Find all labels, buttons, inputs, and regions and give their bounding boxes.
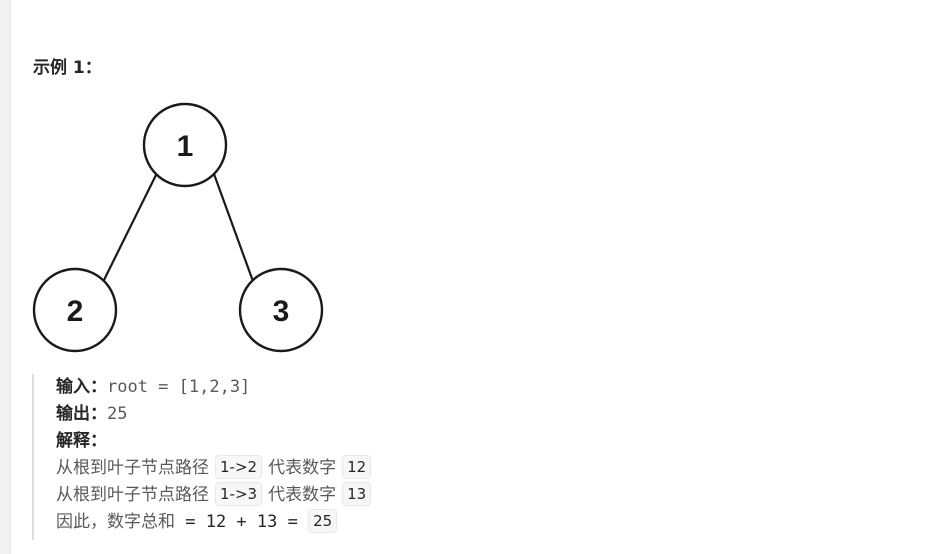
path-prefix: 从根到叶子节点路径 bbox=[56, 458, 209, 478]
number-code: 12 bbox=[342, 455, 372, 479]
input-label: 输入： bbox=[56, 377, 107, 397]
conclusion-expression: = 12 + 13 = bbox=[175, 512, 309, 532]
explain-label: 解释： bbox=[56, 431, 107, 451]
path-code: 1->2 bbox=[215, 455, 263, 479]
explain-line: 解释： bbox=[56, 428, 632, 455]
edge-root-right bbox=[212, 173, 256, 285]
output-label: 输出： bbox=[56, 404, 107, 424]
conclusion-result: 25 bbox=[308, 509, 338, 533]
tree-node-root-label: 1 bbox=[177, 130, 194, 163]
edge-root-left bbox=[102, 174, 157, 283]
conclusion-prefix: 因此，数字总和 bbox=[56, 512, 175, 532]
tree-node-root: 1 bbox=[142, 102, 228, 188]
output-line: 输出：25 bbox=[56, 401, 632, 428]
path-prefix: 从根到叶子节点路径 bbox=[56, 485, 209, 505]
tree-node-right-label: 3 bbox=[273, 295, 290, 328]
input-value: root = [1,2,3] bbox=[107, 377, 251, 397]
path-middle: 代表数字 bbox=[268, 485, 337, 505]
output-value: 25 bbox=[107, 404, 128, 424]
conclusion-line: 因此，数字总和 = 12 + 13 = 25 bbox=[56, 509, 632, 536]
tree-node-left-label: 2 bbox=[67, 295, 84, 328]
path-code: 1->3 bbox=[215, 482, 263, 506]
example-heading: 示例 1： bbox=[33, 58, 102, 78]
binary-tree-diagram: 1 2 3 bbox=[32, 102, 324, 353]
number-code: 13 bbox=[342, 482, 372, 506]
tree-node-left: 2 bbox=[32, 267, 118, 353]
left-rail bbox=[0, 0, 11, 554]
input-line: 输入：root = [1,2,3] bbox=[56, 374, 632, 401]
tree-node-right: 3 bbox=[238, 267, 324, 353]
path-middle: 代表数字 bbox=[268, 458, 337, 478]
